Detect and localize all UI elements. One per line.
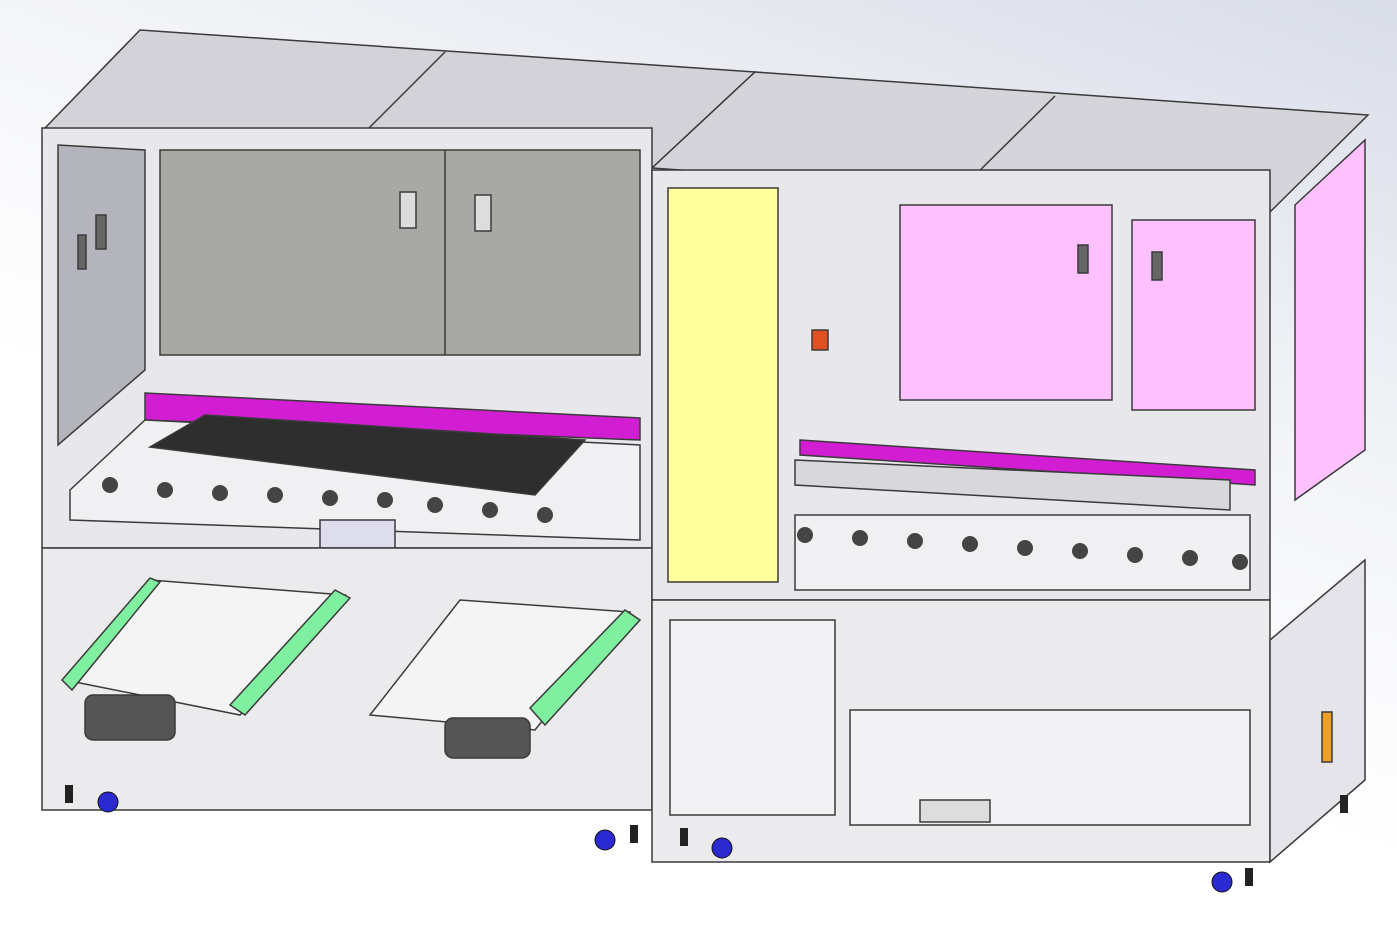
left-gray-glass: [159, 149, 641, 356]
motor: [84, 694, 176, 741]
handle: [399, 191, 417, 229]
left-side-glass: [57, 144, 146, 447]
caster-wheel: [97, 791, 119, 813]
pink-panel: [899, 204, 1113, 401]
green-rail: [528, 609, 642, 727]
green-rail: [228, 589, 352, 716]
magenta-rail: [799, 439, 1256, 486]
black-plate: [147, 414, 587, 496]
caster-wheel: [594, 829, 616, 851]
green-rail: [60, 577, 162, 692]
caster-wheel: [711, 837, 733, 859]
orange-handle: [1321, 711, 1333, 763]
orange-sensor: [811, 329, 829, 351]
rollers: [102, 477, 1248, 570]
pink-side-panel: [1294, 138, 1366, 502]
linear-axis: [794, 459, 1231, 511]
motor: [444, 717, 531, 759]
pink-panel: [1131, 219, 1256, 411]
right-side-cabinet: [1269, 558, 1366, 864]
yellow-panel: [667, 187, 779, 583]
magenta-rail: [144, 392, 641, 441]
casters: [97, 791, 1233, 893]
caster-wheel: [1211, 871, 1233, 893]
handle: [474, 194, 492, 232]
